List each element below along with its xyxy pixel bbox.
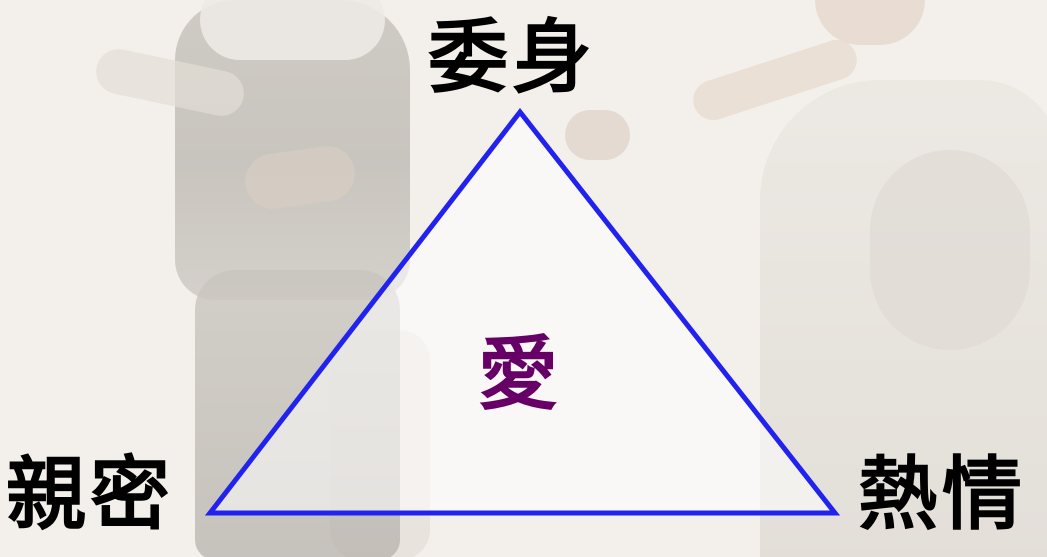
right-label: 熱情 [858,448,1026,541]
center-label: 愛 [478,328,558,421]
triangle-shape [204,107,841,516]
left-label: 親密 [6,448,174,541]
top-label: 委身 [428,11,596,104]
background-dress-fold [870,150,1030,350]
background-shirt [200,0,385,60]
background-hands [565,110,630,160]
